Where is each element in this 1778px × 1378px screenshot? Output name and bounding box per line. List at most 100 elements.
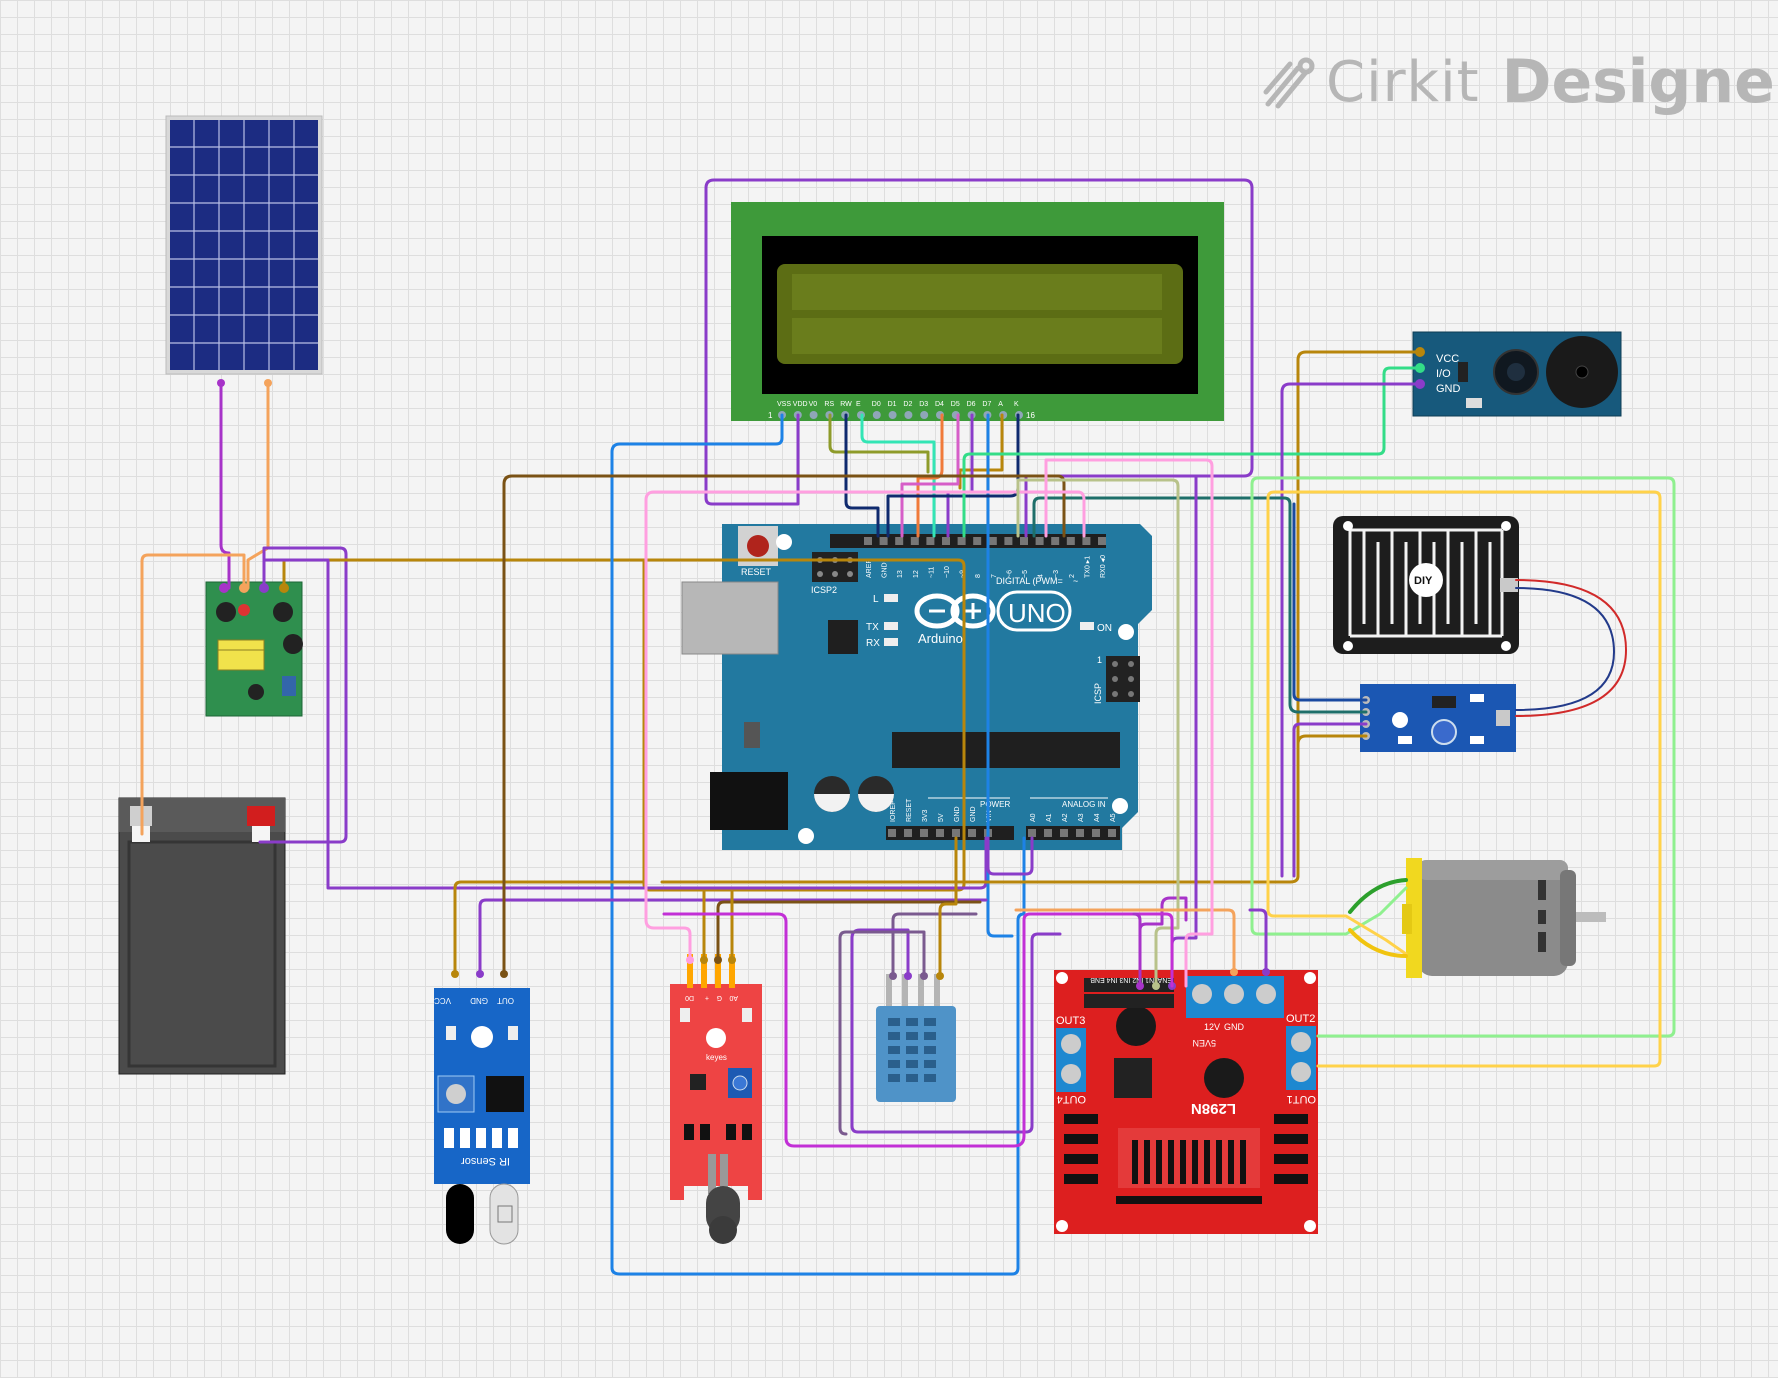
dht11-sensor[interactable] [876,972,956,1102]
arduino-pin-label: 13 [897,570,904,578]
wire-buzzer-gnd [1280,382,1422,878]
arduino-analog-pin[interactable] [1060,829,1068,837]
arduino-led-l-label: L [873,594,879,605]
wire-motor-yellow [1266,490,1662,1068]
lcd-pin-d0[interactable] [872,411,881,419]
arduino-analog-pin[interactable] [1092,829,1100,837]
wire-rain-probe-red [1515,579,1627,717]
arduino-board-name: UNO [1008,598,1066,628]
arduino-pin[interactable] [957,537,966,545]
lcd-pin-d2[interactable] [904,411,913,419]
wire-lcd-d5 [900,413,960,538]
ir-sensor[interactable]: IR Sensor VCC GND OUT [434,970,530,1245]
flame-sensor-pin-g: G [717,994,722,1001]
arduino-pin[interactable] [1098,537,1106,545]
rain-sensor-brand: DIY [1414,575,1433,587]
wire-l298n-12v [1014,908,1236,974]
arduino-uno[interactable]: RESET ICSP2 L TX RX ON UNO Arduino DIGIT… [681,524,1152,850]
arduino-led-on-label: ON [1097,623,1112,634]
arduino-analog-pin[interactable] [1076,829,1084,837]
l298n-out4-label: OUT4 [1057,1093,1086,1105]
arduino-pin[interactable] [926,537,935,545]
arduino-pin-label: GND [882,562,889,578]
wire-rain-do [1032,496,1368,714]
arduino-pin[interactable] [1051,537,1060,545]
arduino-pin[interactable] [1020,537,1028,545]
wire-lcd-a [958,413,1004,490]
arduino-pin[interactable] [910,537,919,545]
l298n-model-label: L298N [1191,1100,1236,1117]
arduino-analog-pin[interactable] [1108,829,1116,837]
lcd-pin-d3[interactable] [920,411,929,419]
arduino-analog-pin[interactable] [1044,829,1052,837]
arduino-power-pin[interactable] [888,829,896,837]
arduino-pin-label: ~10 [944,566,951,578]
arduino-reset-label: RESET [741,567,772,577]
arduino-power-pin[interactable] [904,829,912,837]
arduino-pin-label: IOREF [890,801,897,822]
l298n-12v-label: 12V [1204,1022,1220,1032]
solar-panel[interactable] [165,115,323,387]
arduino-pin-label: 8 [975,574,982,578]
wire-flame-d0 [644,490,1086,962]
lcd-pin-label: D1 [888,401,897,408]
lcd-pin-label: D7 [982,401,991,408]
lcd-pin-label: D3 [919,401,928,408]
arduino-pin-label: A0 [1030,813,1037,822]
arduino-pin-label: 7 [991,574,998,578]
l298n-out2-label: OUT2 [1286,1013,1315,1025]
rain-sensor-module[interactable] [1360,684,1516,752]
battery[interactable] [118,797,286,1075]
arduino-pin[interactable] [895,537,904,545]
arduino-pin-label: ~6 [1006,570,1013,578]
arduino-icsp-pin1-label: 1 [1097,655,1102,665]
wire-lcd-rs [828,413,930,474]
dc-motor[interactable] [1402,858,1606,978]
l298n-motor-driver[interactable]: ENA IN1 IN2 IN3 IN4 ENB L298N OUT1 OUT2 … [1054,968,1318,1234]
arduino-pin[interactable] [1035,537,1044,545]
arduino-pin-label: A4 [1094,813,1101,822]
arduino-power-pin[interactable] [952,829,960,837]
arduino-led-tx-label: TX [866,622,879,633]
arduino-pin[interactable] [973,537,982,545]
arduino-pin[interactable] [1004,537,1013,545]
wire-buzzer-io [962,366,1422,538]
lcd-pin-label: D2 [903,401,912,408]
arduino-pin[interactable] [879,537,888,545]
arduino-pin-label: A5 [1110,813,1117,822]
arduino-power-pin[interactable] [936,829,944,837]
buzzer-module[interactable]: VCC I/O GND [1412,331,1622,417]
power-supply-module[interactable] [205,581,303,717]
arduino-pin-label: ~5 [1022,570,1029,578]
arduino-pin[interactable] [1066,537,1075,545]
wire-l298n-in1 [1016,478,1180,988]
flame-sensor-pin-a0: A0 [729,994,738,1001]
arduino-pin[interactable] [1082,537,1091,545]
lcd-pin-v0[interactable] [809,411,818,419]
arduino-pin[interactable] [942,537,950,545]
lcd-pin-d1[interactable] [888,411,897,419]
wire-solar-pos [219,381,231,590]
arduino-pin-label: A2 [1062,813,1069,822]
arduino-pin-label: RX0 ◂0 [1100,555,1107,578]
arduino-analog-pin[interactable] [1028,829,1036,837]
arduino-power-pin[interactable] [968,829,976,837]
arduino-pin[interactable] [864,537,872,545]
arduino-power-pin[interactable] [920,829,928,837]
flame-sensor[interactable]: keyes D0 + G A0 [670,954,762,1244]
arduino-power-label: POWER [980,800,1010,809]
arduino-icsp2-label: ICSP2 [811,585,837,595]
arduino-pin-label: A3 [1078,813,1085,822]
wire-dht-vcc [891,912,978,978]
arduino-pin[interactable] [988,537,997,545]
lcd-pin-label: D5 [951,401,960,408]
rain-sensor-plate[interactable]: DIY [1333,516,1519,654]
lcd-pin-label: VDD [793,401,808,408]
buzzer-pin-vcc: VCC [1436,353,1459,365]
lcd-pin-label: D6 [967,401,976,408]
arduino-analog-label: ANALOG IN [1062,800,1106,809]
cirkit-designer-logo: Cirkit Designer [1262,46,1778,118]
l298n-header-label: ENA IN1 IN2 IN3 IN4 ENB [1090,976,1172,983]
wire-buzzer-vcc [660,350,1422,884]
